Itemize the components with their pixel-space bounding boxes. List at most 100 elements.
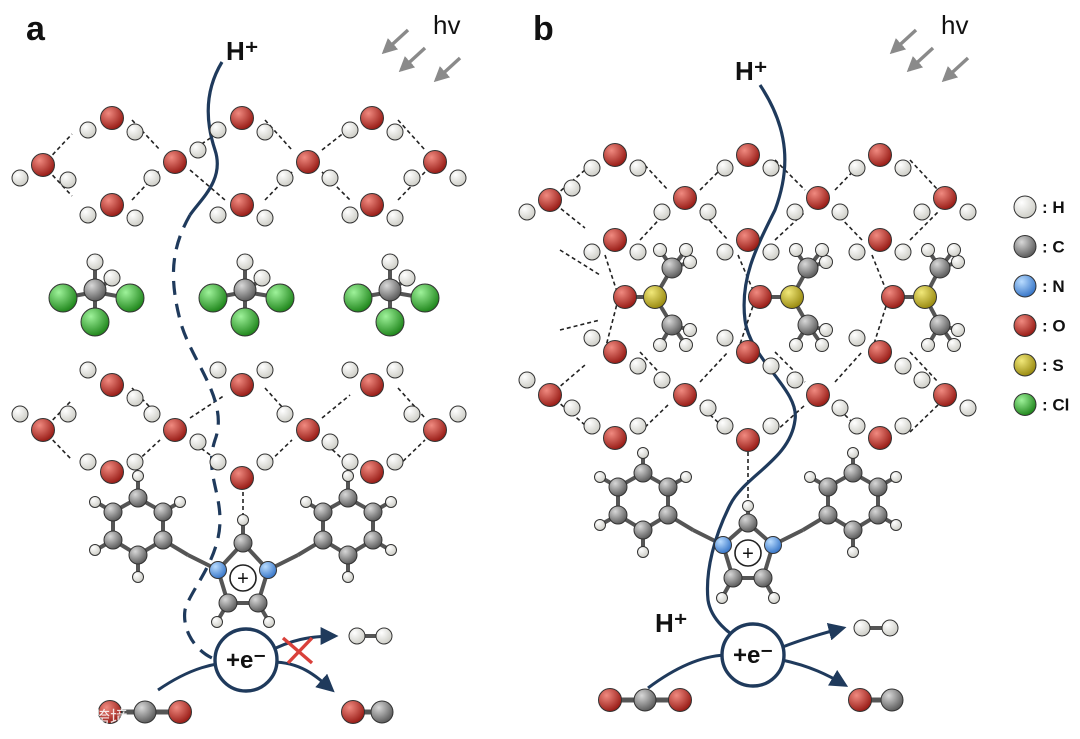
electron-label-b: +e⁻ [733,642,773,669]
charge-symbol-b: + [742,543,754,565]
electron-circle-b [720,622,786,688]
legend-label: : S [1042,356,1064,375]
oxygen-atom [163,150,187,174]
chlorine-atom [48,283,78,313]
photon-label-b: hv [941,10,968,40]
hydrogen-atom [653,203,671,221]
hydrogen-atom [321,433,339,451]
charge-circle-a [229,564,257,592]
carbon-atom [818,477,838,497]
hydrogen-atom [385,544,397,556]
hydrogen-atom [913,371,931,389]
legend-label: : N [1042,277,1065,296]
chlorine-atom [115,283,145,313]
carbon-atom [880,688,904,712]
hydrogen-atom [629,243,647,261]
proton-label-top-b: H⁺ [735,56,768,86]
hydrogen-atom [348,627,366,645]
hydrogen-atom [11,169,29,187]
hydrogen-atom [79,121,97,139]
carbon-atom [818,505,838,525]
hydrogen-atom [256,123,274,141]
carbon-atom [128,488,148,508]
hydrogen-atom [209,206,227,224]
hydrogen-atom [913,203,931,221]
panel-letter-a: a [26,10,46,48]
carbon-atom [370,700,394,724]
legend-swatch [1013,274,1037,298]
watermark: 大数跨境 [12,706,128,729]
photon-label-a: hv [433,10,460,40]
hydrogen-atom [276,169,294,187]
oxygen-atom [230,466,254,490]
photon-arrows-b [889,28,970,83]
carbon-atom [608,477,628,497]
hydrogen-atom [768,592,780,604]
carbon-atom [153,502,173,522]
hydrogen-atom [894,243,912,261]
hydrogen-atom [126,123,144,141]
oxygen-atom [603,228,627,252]
oxygen-atom [736,340,760,364]
hydrogen-atom [653,371,671,389]
hydrogen-atom [894,417,912,435]
oxygen-atom [868,143,892,167]
oxygen-atom [100,460,124,484]
carbon-atom [723,568,743,588]
hydrogen-atom [403,405,421,423]
hydrogen-atom [518,371,536,389]
hydrogen-atom [89,496,101,508]
carbon-atom [658,505,678,525]
legend-label: : H [1042,198,1065,217]
hydrogen-atom [126,389,144,407]
hydrogen-atom [79,453,97,471]
oxygen-atom [603,340,627,364]
chlorine-atom [343,283,373,313]
hydrogen-atom [381,253,399,271]
carbon-atom [103,502,123,522]
hydrogen-atom [848,417,866,435]
carbon-atom [233,533,253,553]
hydrogen-atom [653,243,667,257]
oxygen-atom [360,106,384,130]
hydrogen-atom [79,361,97,379]
hydrogen-atom [921,243,935,257]
hydrogen-atom [819,255,833,269]
hydrogen-atom [341,453,359,471]
hydrogen-atom [342,470,354,482]
hydrogen-atom [819,323,833,337]
hydrogen-atom [132,470,144,482]
oxygen-atom [673,383,697,407]
oxygen-atom [848,688,872,712]
oxygen-atom [230,373,254,397]
legend-item-o: : O [1013,314,1066,337]
hydrogen-atom [143,405,161,423]
hydrogen-atom [699,399,717,417]
hydrogen-atom [403,169,421,187]
hydrogen-atom [789,243,803,257]
hydrogen-atom [237,514,249,526]
oxygen-atom [100,106,124,130]
carbon-atom [843,463,863,483]
chlorine-atom [230,307,260,337]
carbon-atom [753,568,773,588]
hydrogen-atom [211,616,223,628]
hydrogen-atom [742,500,754,512]
hydrogen-atom [132,571,144,583]
carbon-atom [153,530,173,550]
hydrogen-atom [959,203,977,221]
carbon-atom [233,278,257,302]
hydrogen-atom [853,619,871,637]
hydrogen-atom [300,496,312,508]
carbon-atom [633,688,657,712]
carbon-atom [661,314,683,336]
hydrogen-atom [959,399,977,417]
hydrogen-atom [386,123,404,141]
hydrogen-atom [951,255,965,269]
oxygen-atom [603,143,627,167]
watermark-logo-icon [12,706,32,726]
oxygen-atom [868,228,892,252]
hydrogen-atom [881,619,899,637]
hydrogen-atom [126,453,144,471]
carbon-atom [868,505,888,525]
